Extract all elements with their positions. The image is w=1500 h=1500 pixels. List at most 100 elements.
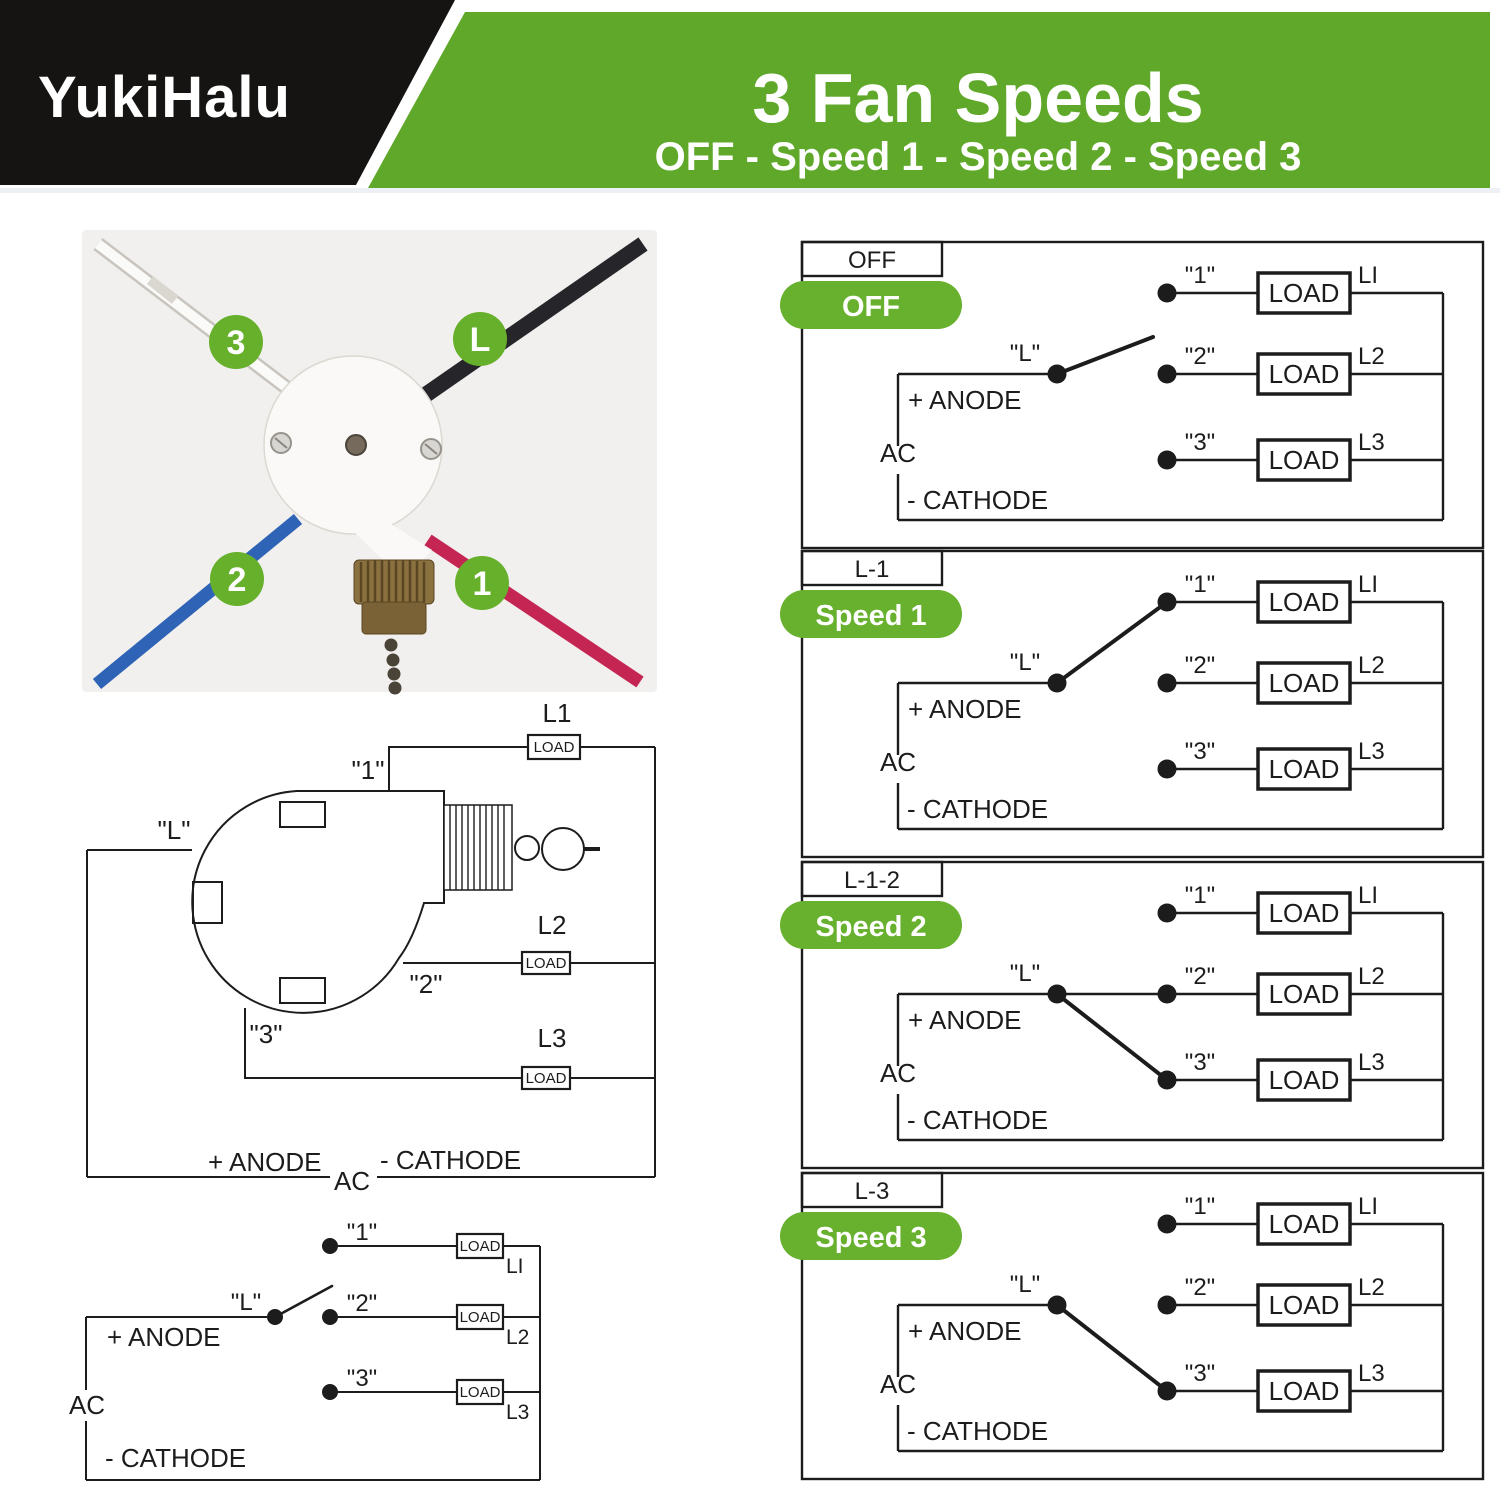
product-photo: 3 L 2 1 — [82, 230, 657, 695]
header-title: 3 Fan Speeds — [752, 59, 1203, 137]
panel-badge — [780, 1212, 962, 1260]
ac-label: AC — [880, 1369, 916, 1399]
brass-nut — [353, 559, 435, 695]
terminal-label-3: "3" — [250, 1019, 283, 1049]
panel-badge — [780, 590, 962, 638]
terminal-label-1: "1" — [1185, 571, 1215, 598]
load-box-1 — [1256, 580, 1352, 624]
switch-wiring-diagram: LOAD L1 "1" LOAD L2 "2" LOAD L3 "3" "L" … — [86, 698, 656, 1196]
cathode-label: - CATHODE — [105, 1443, 246, 1473]
ac-label: AC — [880, 747, 916, 777]
panel-badge — [780, 901, 962, 949]
switch-blade-to-3 — [1055, 992, 1169, 1082]
out-label-li: LI — [1358, 262, 1378, 289]
terminal-label-1: "1" — [1185, 882, 1215, 909]
load-label-1: LOAD — [534, 739, 575, 756]
ac-label: AC — [880, 438, 916, 468]
terminal-label-3: "3" — [1185, 738, 1215, 765]
load-box-3 — [455, 1378, 505, 1406]
out-label-l2: L2 — [1358, 963, 1385, 990]
wire-label-3: 3 — [227, 324, 246, 362]
chain-ball-large — [541, 827, 585, 871]
load-label-1: LOAD — [1269, 898, 1340, 928]
cathode-label: - CATHODE — [380, 1145, 521, 1175]
off-state-circuit: "1" LOAD LI "2" LOAD L2 "3" LOAD L3 "L" … — [69, 1219, 541, 1481]
out-label-l3: L3 — [1358, 429, 1385, 456]
black-wire — [419, 237, 648, 403]
load-box-3 — [1256, 1058, 1352, 1102]
blue-wire — [92, 513, 303, 690]
load-box-1 — [1256, 891, 1352, 935]
anode-label: + ANODE — [107, 1322, 220, 1352]
terminal-label-2: "2" — [347, 1290, 377, 1317]
switch-blade-to-3 — [1055, 1303, 1169, 1393]
badge-circle-2 — [210, 552, 264, 606]
cathode-label: - CATHODE — [907, 485, 1048, 515]
load-label-2: LOAD — [1269, 359, 1340, 389]
terminal-label-2: "2" — [410, 969, 443, 999]
badge-circle-3 — [209, 315, 263, 369]
switch-outline — [191, 790, 445, 1014]
ac-label: AC — [880, 1058, 916, 1088]
out-label-l3: L3 — [1358, 1049, 1385, 1076]
anode-label: + ANODE — [908, 694, 1021, 724]
panel-tab: L-1-2 — [844, 867, 900, 894]
panel-badge-label: Speed 2 — [815, 911, 926, 943]
header-banner: YukiHalu 3 Fan Speeds OFF - Speed 1 - Sp… — [0, 0, 1500, 193]
panel-badge — [780, 281, 962, 329]
load-label-3: LOAD — [1269, 445, 1340, 475]
terminal-label-2: "2" — [1185, 963, 1215, 990]
photo-wire-badges: 3 L 2 1 — [209, 312, 509, 610]
load-label-1: LOAD — [1269, 1209, 1340, 1239]
header-divider — [0, 188, 1500, 193]
out-label-l3: L3 — [1358, 1360, 1385, 1387]
terminal-label-1: "1" — [1185, 1193, 1215, 1220]
terminal-label-1: "1" — [347, 1219, 377, 1246]
switch-body — [263, 355, 443, 580]
brand-logo: YukiHalu — [38, 65, 291, 130]
pull-chain — [384, 638, 402, 695]
terminal-label-l: "L" — [231, 1289, 261, 1316]
speed-panel-1: L-1 Speed 1 "1" LOAD LI "2" LOAD L2 "3" … — [780, 549, 1485, 859]
white-wire — [93, 238, 305, 404]
badge-circle-1 — [455, 556, 509, 610]
load-label-2: LOAD — [460, 1309, 501, 1326]
load-label-3: LOAD — [1269, 1065, 1340, 1095]
terminal-label-1: "1" — [1185, 262, 1215, 289]
load-label-2: LOAD — [526, 955, 567, 972]
load-label-1: LOAD — [1269, 587, 1340, 617]
wire-3 — [244, 1008, 522, 1079]
terminal-slot-l — [192, 881, 223, 924]
speed-panel-off: OFF OFF "1" LOAD LI "2" LOAD L2 "3" LOAD… — [780, 240, 1485, 550]
out-label-li: LI — [1358, 882, 1378, 909]
terminal-label-3: "3" — [1185, 1049, 1215, 1076]
out-label-li: LI — [1358, 1193, 1378, 1220]
out-label-li: LI — [1358, 571, 1378, 598]
terminal-label-l: "L" — [158, 815, 191, 845]
panel-tab: L-3 — [855, 1178, 890, 1205]
chain-ball-small — [514, 835, 540, 861]
terminal-label-2: "2" — [1185, 343, 1215, 370]
terminal-label-3: "3" — [347, 1365, 377, 1392]
terminal-label-l: "L" — [1010, 960, 1040, 987]
out-label-l1: L1 — [543, 698, 572, 728]
terminal-label-2: "2" — [1185, 1274, 1215, 1301]
terminal-label-2: "2" — [1185, 652, 1215, 679]
out-label-l3: L3 — [1358, 738, 1385, 765]
header-green-band — [368, 12, 1490, 188]
load-box-3 — [1256, 1369, 1352, 1413]
terminal-label-l: "L" — [1010, 1271, 1040, 1298]
load-label-2: LOAD — [1269, 1290, 1340, 1320]
ac-label: AC — [334, 1166, 370, 1196]
speed-panel-3: L-3 Speed 3 "1" LOAD LI "2" LOAD L2 "3" … — [780, 1171, 1485, 1481]
panel-badge-label: OFF — [842, 291, 900, 323]
load-label-3: LOAD — [460, 1384, 501, 1401]
panel-tab: OFF — [848, 247, 896, 274]
out-label-l2: L2 — [1358, 1274, 1385, 1301]
out-label-l3: L3 — [506, 1401, 529, 1424]
load-box-1 — [526, 733, 582, 761]
load-label-2: LOAD — [1269, 668, 1340, 698]
load-label-2: LOAD — [1269, 979, 1340, 1009]
load-label-3: LOAD — [1269, 754, 1340, 784]
load-box-2 — [1256, 352, 1352, 396]
